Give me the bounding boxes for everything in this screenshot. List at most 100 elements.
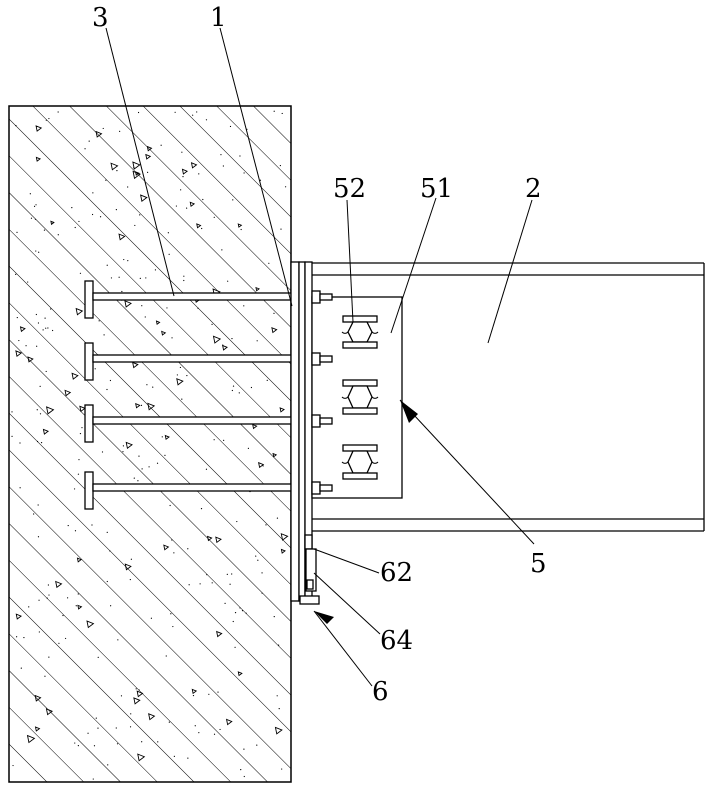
aggregate-triangle	[146, 145, 153, 152]
plate-bolt	[311, 290, 333, 304]
aggregate-speck	[133, 167, 135, 169]
aggregate-triangle	[272, 452, 278, 458]
aggregate-speck	[232, 385, 235, 387]
aggregate-speck	[188, 584, 190, 586]
aggregate-speck	[16, 231, 18, 233]
aggregate-speck	[81, 427, 83, 429]
aggregate-triangle	[274, 726, 283, 735]
aggregate-triangle	[212, 335, 222, 344]
aggregate-triangle	[42, 428, 50, 435]
aggregate-speck	[165, 655, 167, 657]
aggregate-speck	[240, 228, 242, 231]
aggregate-speck	[250, 386, 253, 389]
aggregate-triangle	[136, 690, 144, 698]
aggregate-triangle	[225, 718, 233, 726]
aggregate-triangle	[271, 327, 278, 334]
aggregate-triangle	[75, 307, 84, 316]
aggregate-speck	[194, 725, 196, 727]
aggregate-speck	[57, 234, 59, 236]
aggregate-triangle	[134, 171, 140, 176]
aggregate-speck	[224, 602, 226, 605]
aggregate-speck	[16, 636, 18, 638]
bolt-assembly	[341, 379, 379, 415]
aggregate-speck	[173, 552, 175, 554]
aggregate-speck	[196, 111, 198, 113]
aggregate-speck	[116, 170, 118, 172]
aggregate-speck	[139, 277, 141, 279]
aggregate-triangle	[46, 406, 55, 415]
aggregate-speck	[181, 151, 183, 153]
aggregate-speck	[152, 386, 154, 388]
aggregate-speck	[138, 455, 140, 457]
aggregate-triangle	[55, 580, 63, 589]
aggregate-speck	[187, 548, 189, 550]
aggregate-speck	[276, 517, 279, 519]
aggregate-speck	[110, 277, 113, 279]
aggregate-speck	[208, 693, 210, 695]
aggregate-speck	[123, 258, 125, 261]
aggregate-speck	[107, 764, 109, 766]
aggregate-triangle	[191, 688, 198, 695]
aggregate-triangle	[237, 671, 243, 677]
aggregate-speck	[202, 198, 204, 201]
aggregate-triangle	[15, 613, 22, 620]
aggregate-speck	[88, 140, 90, 142]
aggregate-triangle	[132, 361, 139, 369]
aggregate-speck	[97, 656, 99, 658]
aggregate-speck	[226, 573, 228, 575]
aggregate-triangle	[280, 548, 286, 554]
aggregate-triangle	[50, 220, 55, 226]
aggregate-speck	[115, 209, 117, 211]
aggregate-speck	[48, 117, 50, 120]
aggregate-speck	[127, 186, 129, 188]
aggregate-speck	[15, 125, 17, 127]
aggregate-speck	[29, 193, 31, 195]
aggregate-triangle	[196, 223, 202, 229]
aggregate-speck	[37, 322, 40, 324]
aggregate-speck	[18, 339, 20, 342]
aggregate-speck	[95, 717, 97, 719]
bolt-assemblies	[341, 315, 379, 480]
aggregate-speck	[231, 389, 233, 392]
aggregate-speck	[278, 708, 280, 710]
callout-labels: 3 1 52 51 2 5 62 64 6	[92, 3, 547, 707]
aggregate-triangle	[164, 434, 170, 441]
aggregate-speck	[239, 607, 241, 609]
concrete-wall	[8, 105, 292, 783]
aggregate-speck	[192, 114, 194, 116]
aggregate-speck	[171, 337, 173, 339]
aggregate-speck	[156, 462, 159, 464]
aggregate-speck	[119, 130, 121, 132]
aggregate-speck	[74, 742, 76, 744]
aggregate-speck	[265, 524, 267, 526]
arrow-6	[314, 611, 334, 624]
aggregate-speck	[261, 572, 263, 574]
aggregate-triangle	[135, 402, 141, 409]
aggregate-triangle	[280, 533, 289, 541]
aggregate-speck	[19, 487, 21, 489]
aggregate-speck	[261, 592, 263, 594]
aggregate-speck	[34, 218, 37, 220]
aggregate-speck	[186, 207, 188, 209]
aggregate-speck	[157, 741, 159, 743]
aggregate-speck	[118, 276, 120, 278]
aggregate-speck	[284, 186, 287, 188]
aggregate-speck	[222, 344, 224, 346]
aggregate-speck	[92, 192, 94, 194]
aggregate-triangle	[133, 697, 141, 705]
aggregate-triangle	[145, 153, 152, 160]
bolt-assembly	[341, 315, 379, 349]
label-5: 5	[530, 549, 547, 579]
aggregate-speck	[74, 530, 77, 532]
aggregate-speck	[213, 733, 216, 735]
label-6: 6	[372, 677, 389, 707]
aggregate-triangle	[222, 344, 228, 351]
aggregate-triangle	[15, 350, 23, 358]
aggregate-speck	[199, 583, 201, 585]
aggregate-speck	[36, 409, 38, 411]
aggregate-triangle	[35, 125, 43, 132]
aggregate-speck	[52, 221, 54, 223]
aggregate-speck	[117, 639, 119, 641]
aggregate-speck	[229, 125, 232, 128]
aggregate-speck	[197, 307, 199, 309]
